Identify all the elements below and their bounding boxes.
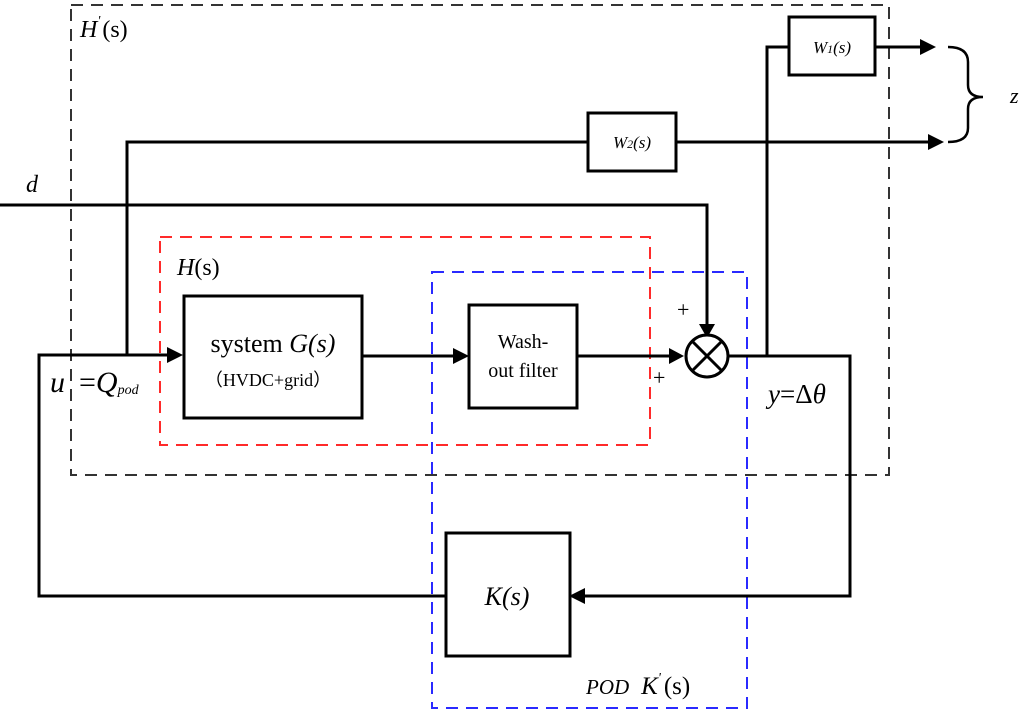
w1-sub: 1 bbox=[827, 42, 833, 56]
w1-block[interactable]: W1(s) bbox=[787, 15, 877, 77]
outer-plant-boundary bbox=[70, 4, 890, 476]
h-boundary bbox=[159, 236, 651, 446]
arrow-into-washout bbox=[453, 348, 469, 364]
arrow-into-summer-left bbox=[669, 348, 684, 364]
u-branch-wire bbox=[125, 140, 588, 355]
arrow-into-summer-top bbox=[699, 324, 715, 338]
svg-text:W2(s): W2(s) bbox=[613, 133, 651, 152]
w1-arg: (s) bbox=[833, 38, 851, 57]
system-subtitle: （HVDC+grid） bbox=[205, 370, 331, 390]
w2-block[interactable]: W2(s) bbox=[586, 111, 678, 173]
arrow-w2-out bbox=[928, 134, 944, 150]
w2-sub: 2 bbox=[627, 137, 633, 151]
output-wire bbox=[583, 354, 852, 598]
svg-text:system G(s): system G(s) bbox=[211, 329, 336, 358]
plus-sign-top: + bbox=[677, 297, 689, 322]
performance-output-label: z bbox=[1009, 83, 1019, 108]
h-prime-label: H'(s) bbox=[79, 14, 128, 43]
washout-label-line1: Wash- bbox=[498, 331, 549, 353]
system-block[interactable]: system G(s) （HVDC+grid） bbox=[182, 294, 364, 420]
system-transfer-function: G(s) bbox=[289, 329, 335, 358]
washout-filter-block[interactable]: Wash- out filter bbox=[467, 303, 579, 410]
system-label: system bbox=[211, 329, 290, 358]
arrow-w1-out bbox=[920, 39, 936, 55]
arrow-into-system bbox=[167, 347, 183, 363]
w1-name: W bbox=[813, 38, 829, 57]
control-input-label: u=Qpod bbox=[50, 366, 140, 399]
pod-boundary bbox=[431, 271, 748, 709]
w2-arg: (s) bbox=[633, 133, 651, 152]
feedback-wire-left bbox=[37, 353, 446, 598]
w2-name: W bbox=[613, 133, 629, 152]
z-brace bbox=[947, 45, 984, 144]
plus-sign-left: + bbox=[653, 365, 665, 390]
k-label: K(s) bbox=[484, 582, 530, 611]
summing-junction[interactable] bbox=[684, 333, 730, 379]
arrow-into-k bbox=[569, 588, 585, 604]
k-block[interactable]: K(s) bbox=[444, 531, 572, 658]
measured-output-label: y=Δθ bbox=[765, 379, 826, 409]
svg-text:W1(s): W1(s) bbox=[813, 38, 851, 57]
h-label: H(s) bbox=[176, 255, 220, 281]
washout-label-line2: out filter bbox=[488, 360, 558, 382]
y-branch-wire bbox=[765, 45, 789, 356]
disturbance-label: d bbox=[26, 172, 39, 198]
disturbance-wire bbox=[0, 203, 709, 328]
